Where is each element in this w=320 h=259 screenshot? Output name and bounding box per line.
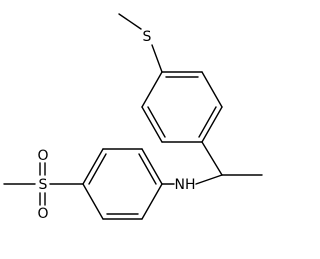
bond-upper-ring-3 xyxy=(201,106,223,143)
bond-upper-ring-6 xyxy=(141,71,163,108)
chemical-structure-diagram: S NH S O O xyxy=(3,13,263,222)
bond-lower-ring-1-inner xyxy=(138,153,157,185)
atom-labels: S NH S O O xyxy=(37,29,195,222)
atom-label-oxygen-lower: O xyxy=(37,206,48,222)
bond-lower-ring-3 xyxy=(82,148,104,185)
bond-ch-nh xyxy=(195,174,223,185)
bond-lower-ring-4 xyxy=(82,183,104,220)
atom-label-oxygen-upper: O xyxy=(37,148,48,164)
bond-upper-ring-3-inner xyxy=(198,106,217,138)
bond-s-ring-top xyxy=(151,44,163,73)
bond-methyl-s xyxy=(118,13,142,30)
bond-lower-ring-6 xyxy=(141,183,163,220)
bond-lower-ring-1 xyxy=(141,148,163,185)
atom-label-amine: NH xyxy=(175,177,196,193)
bond-upper-ring-2 xyxy=(201,71,223,108)
bond-lower-ring-3-inner xyxy=(88,153,107,185)
bond-upper-ring-5 xyxy=(141,106,163,143)
atom-label-sulfur-sulfonyl: S xyxy=(39,177,48,193)
bond-ring-to-ch xyxy=(201,141,223,176)
bond-upper-ring-5-inner xyxy=(147,106,166,138)
bonds xyxy=(3,13,263,220)
atom-label-sulfur-top: S xyxy=(143,29,152,45)
